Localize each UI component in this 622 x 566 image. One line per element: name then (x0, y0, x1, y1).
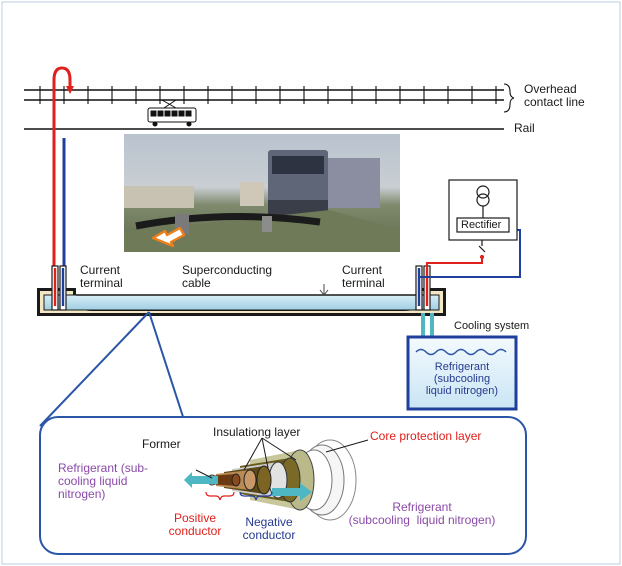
positive-feeder-left (52, 66, 72, 290)
cable-cross-section (207, 439, 357, 521)
label-positive-conductor: Positive conductor (168, 511, 222, 538)
overhead-contact-line (24, 83, 515, 113)
label-core-protection-layer: Core protection layer (370, 429, 482, 443)
label-current-terminal-right: Current terminal (342, 263, 385, 290)
orange-arrow-icon (151, 226, 186, 248)
negative-bracket (239, 491, 273, 501)
positive-wire-right (426, 255, 483, 268)
callout-line-right (148, 311, 187, 427)
label-current-terminal-left: Current terminal (80, 263, 123, 290)
tram-icon (147, 99, 197, 127)
label-refrigerant-left: Refrigerant (sub- cooling liquid nitroge… (58, 461, 149, 501)
tram-photo (124, 134, 400, 252)
callout-line-left (39, 311, 150, 427)
small-arrow-icon (319, 284, 329, 296)
label-overhead-contact-line: Overhead contact line (524, 82, 585, 109)
coolant-arrow-left (184, 472, 218, 488)
cable-housing (37, 288, 446, 316)
positive-bracket (205, 491, 235, 501)
label-former: Former (142, 437, 181, 451)
label-refrigerant-right: Refrigerant (subcooling liquid nitrogen) (348, 500, 496, 527)
label-insulating-layer: Insulationg layer (213, 425, 301, 439)
coolant-arrow-right (272, 483, 312, 501)
negative-wire-right (418, 229, 521, 278)
label-refrigerant-tank: Refrigerant (subcooling liquid nitrogen) (425, 361, 499, 397)
label-rail: Rail (514, 121, 535, 135)
rectifier-box (448, 179, 518, 241)
label-superconducting-cable: Superconducting cable (182, 263, 273, 290)
label-rectifier: Rectifier (461, 219, 502, 231)
refrigerant-tank (406, 335, 518, 411)
label-negative-conductor: Negative conductor (242, 515, 296, 542)
coolant-pipes (421, 313, 434, 337)
label-cooling-system: Cooling system (454, 320, 530, 332)
pointer-lines (195, 437, 369, 479)
